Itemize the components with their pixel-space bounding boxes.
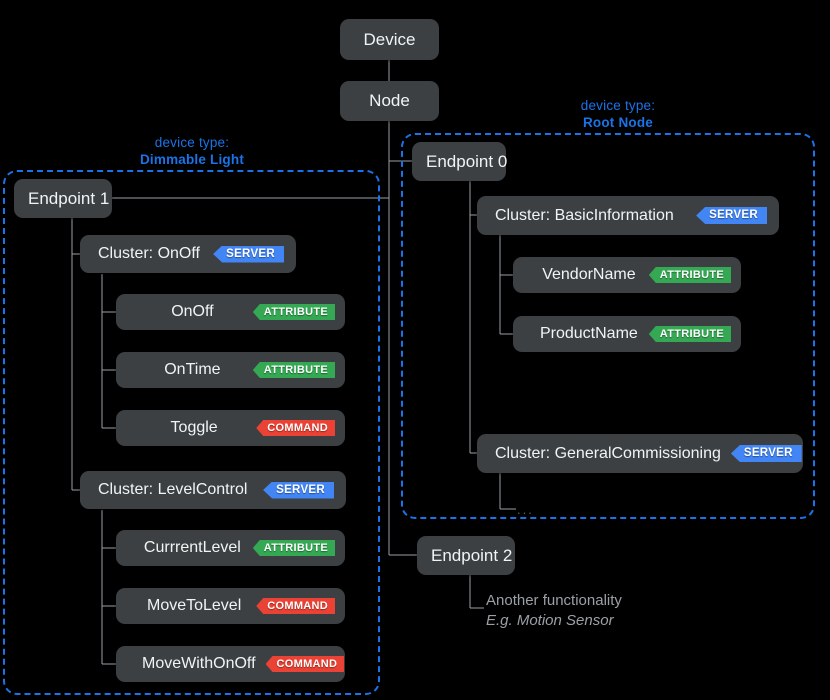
device-type-name-dimmable-light: Dimmable Light bbox=[139, 152, 245, 167]
badge-command: COMMAND bbox=[256, 420, 336, 436]
badge-server: SERVER bbox=[213, 245, 284, 263]
node-command-toggle[interactable]: Toggle COMMAND bbox=[116, 410, 345, 446]
device-type-label-dimmable-light: device type: Dimmable Light bbox=[92, 134, 292, 168]
attribute-ontime-label: OnTime bbox=[164, 361, 221, 378]
cluster-levelcontrol-label: Cluster: LevelControl bbox=[98, 481, 248, 498]
node-endpoint-0-label: Endpoint 0 bbox=[426, 151, 508, 171]
attribute-productname-label: ProductName bbox=[539, 325, 638, 342]
node-device[interactable]: Device bbox=[340, 19, 439, 60]
attribute-vendorname-label: VendorName bbox=[542, 266, 636, 283]
badge-attribute: ATTRIBUTE bbox=[252, 362, 335, 378]
device-type-name-root-node: Root Node bbox=[582, 115, 654, 130]
device-type-region-root-node bbox=[401, 133, 815, 519]
endpoint-2-annotation-line2: E.g. Motion Sensor bbox=[486, 612, 614, 629]
node-device-label: Device bbox=[363, 29, 416, 49]
badge-server: SERVER bbox=[263, 481, 334, 499]
command-toggle-label: Toggle bbox=[170, 419, 218, 436]
node-cluster-levelcontrol[interactable]: Cluster: LevelControl SERVER bbox=[80, 471, 346, 509]
node-node-label: Node bbox=[369, 91, 410, 110]
device-type-label-root-node: device type: Root Node bbox=[518, 97, 718, 131]
badge-attribute: ATTRIBUTE bbox=[648, 267, 732, 283]
node-endpoint-1[interactable]: Endpoint 1 bbox=[14, 179, 112, 218]
node-endpoint-1-label: Endpoint 1 bbox=[28, 188, 110, 208]
badge-attribute: ATTRIBUTE bbox=[252, 304, 336, 320]
node-command-movetolevel[interactable]: MoveToLevel COMMAND bbox=[116, 588, 345, 624]
node-cluster-generalcommissioning[interactable]: Cluster: GeneralCommissioning SERVER bbox=[477, 434, 803, 473]
device-type-kind-root-node: device type: bbox=[580, 98, 656, 113]
node-command-movewithonoff[interactable]: MoveWithOnOff COMMAND bbox=[116, 646, 345, 682]
node-endpoint-2-label: Endpoint 2 bbox=[431, 545, 513, 565]
attribute-currentlevel-label: CurrrentLevel bbox=[143, 539, 241, 556]
badge-server: SERVER bbox=[696, 207, 767, 224]
cluster-onoff-label: Cluster: OnOff bbox=[98, 245, 200, 262]
node-cluster-onoff[interactable]: Cluster: OnOff SERVER bbox=[80, 235, 296, 273]
device-type-kind-dimmable-light: device type: bbox=[154, 135, 230, 150]
command-movetolevel-label: MoveToLevel bbox=[146, 597, 242, 614]
badge-attribute: ATTRIBUTE bbox=[252, 540, 335, 556]
badge-attribute: ATTRIBUTE bbox=[648, 326, 732, 342]
badge-server: SERVER bbox=[730, 445, 802, 462]
node-endpoint-2[interactable]: Endpoint 2 bbox=[417, 536, 515, 575]
generalcommissioning-ellipsis: ... bbox=[517, 502, 534, 517]
node-attribute-productname[interactable]: ProductName ATTRIBUTE bbox=[513, 316, 741, 352]
node-attribute-onoff[interactable]: OnOff ATTRIBUTE bbox=[116, 294, 345, 330]
node-node[interactable]: Node bbox=[340, 81, 439, 121]
badge-command: COMMAND bbox=[265, 656, 345, 672]
endpoint-2-annotation-line1: Another functionality bbox=[486, 592, 622, 609]
endpoint-2-annotation: Another functionality E.g. Motion Sensor bbox=[486, 591, 622, 631]
node-attribute-ontime[interactable]: OnTime ATTRIBUTE bbox=[116, 352, 345, 388]
node-cluster-basicinformation[interactable]: Cluster: BasicInformation SERVER bbox=[477, 196, 779, 235]
cluster-generalcommissioning-label: Cluster: GeneralCommissioning bbox=[495, 444, 721, 462]
badge-command: COMMAND bbox=[256, 598, 336, 614]
cluster-basicinformation-label: Cluster: BasicInformation bbox=[495, 206, 674, 224]
node-attribute-currentlevel[interactable]: CurrrentLevel ATTRIBUTE bbox=[116, 530, 345, 566]
node-attribute-vendorname[interactable]: VendorName ATTRIBUTE bbox=[513, 257, 741, 293]
generalcommissioning-ellipsis-text: ... bbox=[517, 502, 534, 517]
attribute-onoff-label: OnOff bbox=[171, 303, 214, 320]
node-endpoint-0[interactable]: Endpoint 0 bbox=[412, 142, 508, 181]
device-type-region-dimmable-light bbox=[3, 170, 380, 695]
command-movewithonoff-label: MoveWithOnOff bbox=[142, 655, 256, 672]
